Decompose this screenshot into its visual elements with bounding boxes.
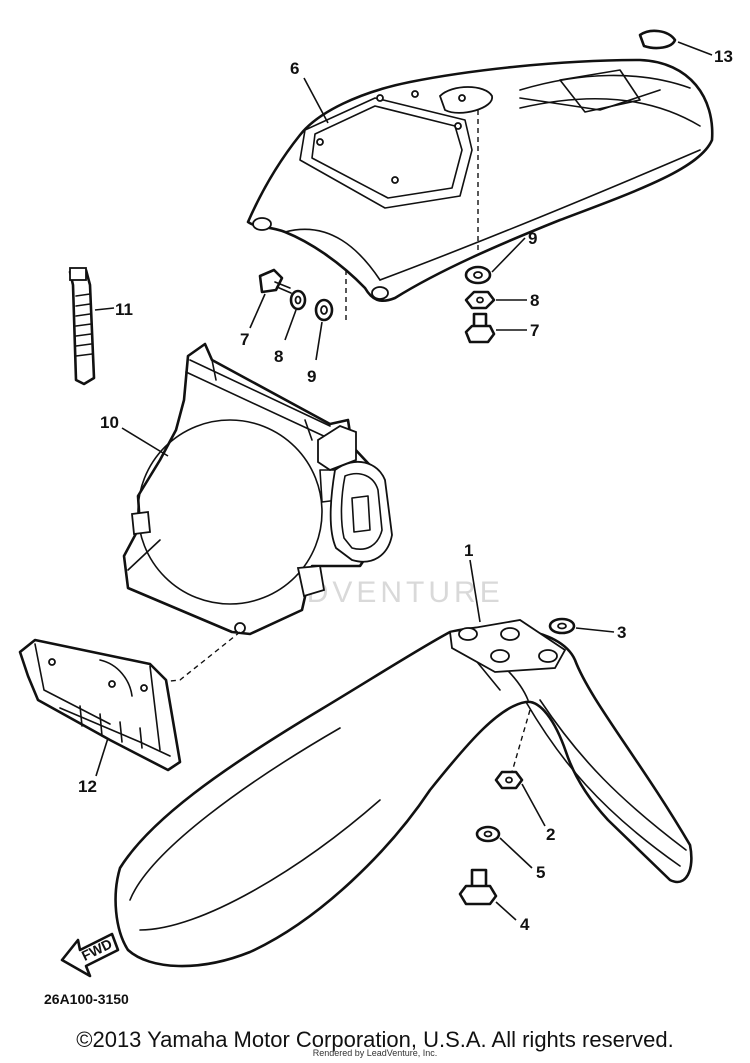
collar-right[interactable] [464,265,492,285]
nut[interactable] [494,770,524,790]
bolt-front[interactable] [458,868,498,906]
callout-9-right: 9 [528,229,537,248]
callout-6: 6 [290,59,299,78]
callout-9-left: 9 [307,367,316,386]
emblem[interactable] [638,29,677,50]
callout-8-left: 8 [274,347,283,366]
copyright-notice: ©2013 Yamaha Motor Corporation, U.S.A. A… [76,1027,674,1052]
rear-fender[interactable] [246,58,714,322]
callout-10: 10 [100,413,119,432]
callout-3: 3 [617,623,626,642]
headlight-shroud[interactable] [122,342,393,683]
bolt-right[interactable] [464,312,496,344]
callout-7-left: 7 [240,330,249,349]
callout-7-right: 7 [530,321,539,340]
fwd-arrow-icon: FWD [60,932,120,978]
callout-8-right: 8 [530,291,539,310]
callout-1: 1 [464,541,473,560]
front-fender[interactable] [114,619,693,968]
washer-front[interactable] [475,825,501,843]
callout-4: 4 [520,915,530,934]
cable-band[interactable] [68,267,96,386]
callout-5: 5 [536,863,545,882]
washer-right[interactable] [464,290,496,310]
collar-left[interactable] [314,298,334,322]
callout-12: 12 [78,777,97,796]
callout-2: 2 [546,825,555,844]
callout-13: 13 [714,47,733,66]
callout-11: 11 [115,300,133,319]
rendered-by-notice: Rendered by LeadVenture, Inc. [312,1048,438,1058]
headlight-guard[interactable] [18,638,182,772]
reference-code: 26A100-3150 [44,991,129,1007]
collar-front[interactable] [548,617,576,635]
washer-left[interactable] [289,289,307,311]
bolt-left[interactable] [258,268,292,294]
